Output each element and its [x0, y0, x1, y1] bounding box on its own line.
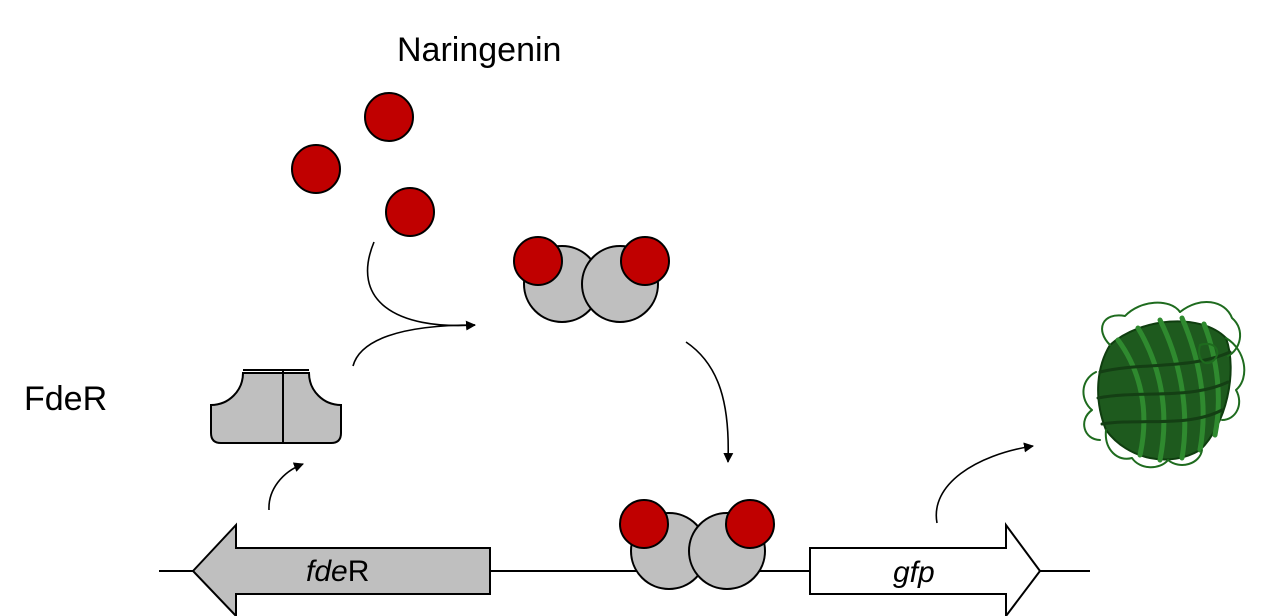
fder-expression-arrow — [268, 462, 304, 511]
free-naringenin-molecules — [291, 92, 435, 237]
naringenin-molecule — [620, 236, 670, 286]
gfp-gene-arrow — [809, 521, 1042, 616]
naringenin-molecule — [291, 144, 341, 194]
fder-dimer-shape — [210, 372, 342, 444]
naringenin-molecule — [385, 187, 435, 237]
binding-arrow-from-naringenin — [366, 241, 476, 331]
dna-bound-fder-complex — [619, 499, 775, 590]
naringenin-molecule — [619, 499, 669, 549]
naringenin-molecule — [364, 92, 414, 142]
gfp-expression-arrow — [935, 442, 1034, 524]
fder-naringenin-complex — [513, 236, 670, 323]
fder-gene-arrow — [191, 522, 491, 616]
naringenin-label: Naringenin — [397, 31, 562, 69]
gfp-gene-label: gfp — [893, 556, 935, 589]
fder-gene-label: fdeR — [306, 555, 369, 589]
naringenin-molecule — [513, 236, 563, 286]
fder-gene-label-suffix: R — [347, 555, 370, 588]
naringenin-molecule — [725, 499, 775, 549]
fder-dimer-unbound — [210, 369, 342, 444]
fder-protein-label: FdeR — [24, 380, 108, 418]
binding-arrow-from-fder — [352, 324, 476, 367]
gfp-beta-barrel-structure-icon — [1082, 300, 1246, 469]
complex-to-promoter-arrow — [685, 341, 734, 463]
fder-gene-label-italic: fde — [306, 555, 348, 588]
